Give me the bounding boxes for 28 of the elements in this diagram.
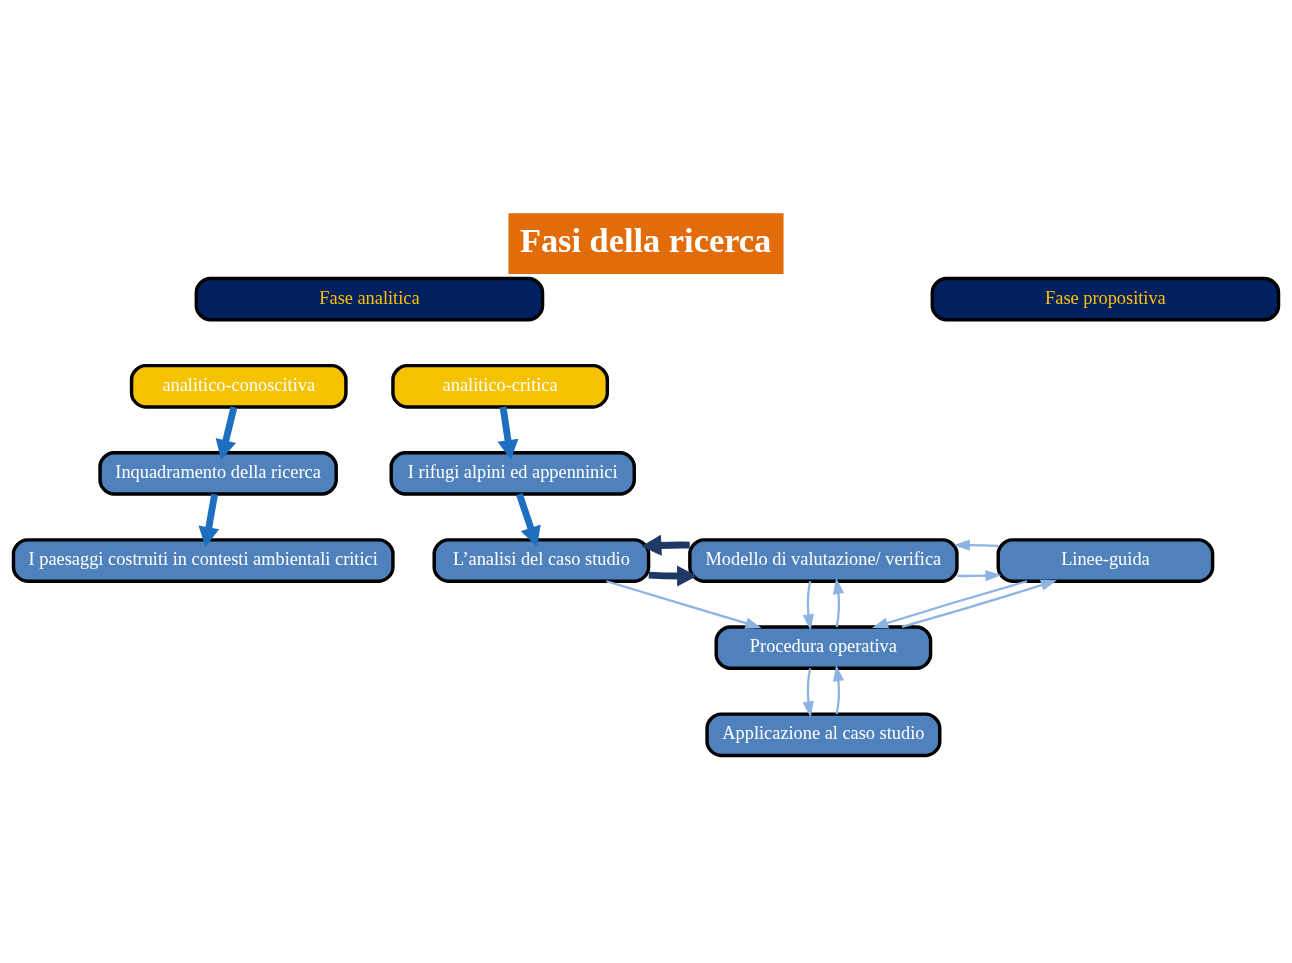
arrow (215, 405, 238, 460)
node-box: Applicazione al caso studio (705, 711, 942, 757)
node-box: Fase propositiva (930, 276, 1281, 321)
arrow (802, 667, 814, 717)
arrow (872, 579, 1028, 628)
arrow (497, 406, 519, 460)
node-box: I paesaggi costruiti in contesti ambientali critici (11, 537, 395, 583)
arrow (832, 664, 845, 714)
node-box: L’analisi del caso studio (432, 537, 651, 583)
arrow (648, 565, 698, 587)
arrow (957, 569, 1002, 581)
arrow (516, 492, 541, 547)
arrow (901, 579, 1057, 628)
diagram-title: Fasi della ricerca (519, 220, 772, 259)
node-box: Linee-guida (996, 537, 1215, 583)
arrow (198, 493, 220, 547)
arrow (832, 577, 845, 627)
arrow (606, 579, 762, 629)
node-box: Inquadramento della ricerca (98, 450, 338, 496)
node-box: Procedura operativa (714, 624, 933, 670)
arrow (641, 534, 690, 556)
arrow (953, 538, 999, 551)
node-box: Modello di valutazione/ verifica (688, 537, 959, 583)
arrow (802, 580, 814, 630)
node-box: Fase analitica (194, 276, 545, 321)
node-box: analitico-conoscitiva (129, 363, 348, 409)
node-box: I rifugi alpini ed appenninici (389, 450, 636, 496)
node-box: analitico-critica (391, 363, 610, 409)
